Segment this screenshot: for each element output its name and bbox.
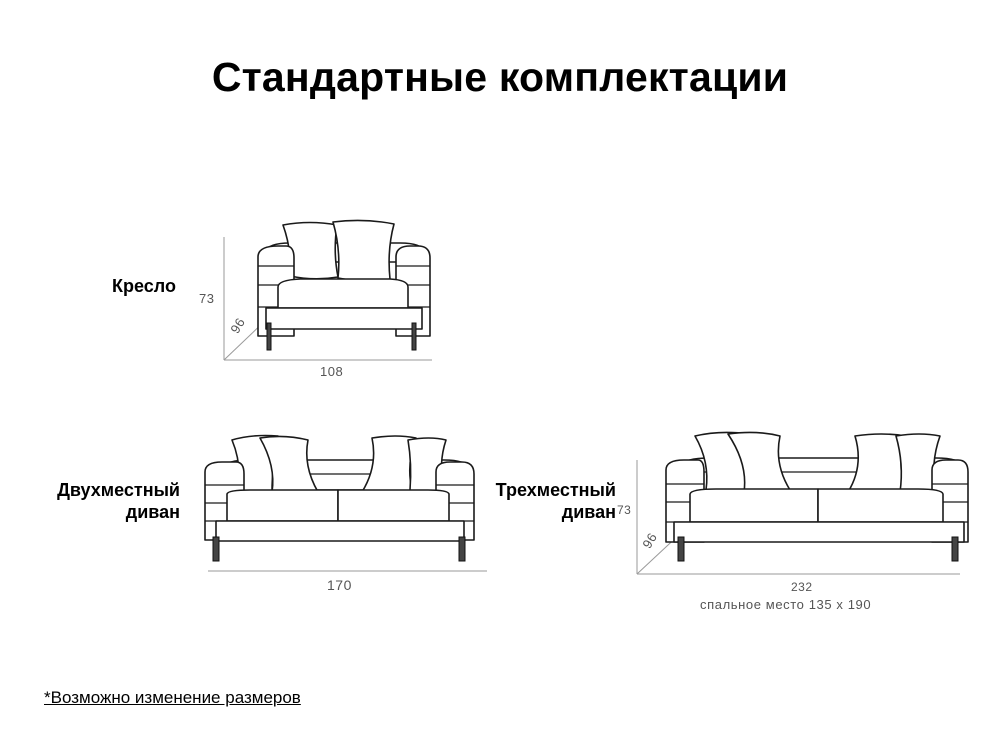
three-seater-width: 232	[791, 580, 813, 594]
two-seater-width: 170	[327, 577, 352, 593]
armchair-drawing	[223, 219, 432, 361]
two-seater-label: Двухместный диван	[40, 479, 180, 523]
three-seater-drawing	[636, 431, 969, 575]
three-seater-label-line2: диван	[561, 502, 616, 522]
two-seater-label-line1: Двухместный	[57, 480, 180, 500]
page-title: Стандартные комплектации	[211, 54, 789, 100]
armchair-label: Кресло	[112, 276, 176, 296]
three-seater-label-line1: Трехместный	[495, 480, 616, 500]
armchair-height: 73	[199, 291, 215, 306]
three-seater-label: Трехместный диван	[470, 479, 616, 523]
two-seater-drawing	[204, 434, 487, 572]
three-seater-height: 73	[617, 503, 632, 517]
armchair-width: 108	[320, 364, 344, 379]
two-seater-label-line2: диван	[125, 502, 180, 522]
footnote: *Возможно изменение размеров	[44, 688, 301, 707]
sleeping-place: спальное место 135 х 190	[700, 597, 872, 612]
